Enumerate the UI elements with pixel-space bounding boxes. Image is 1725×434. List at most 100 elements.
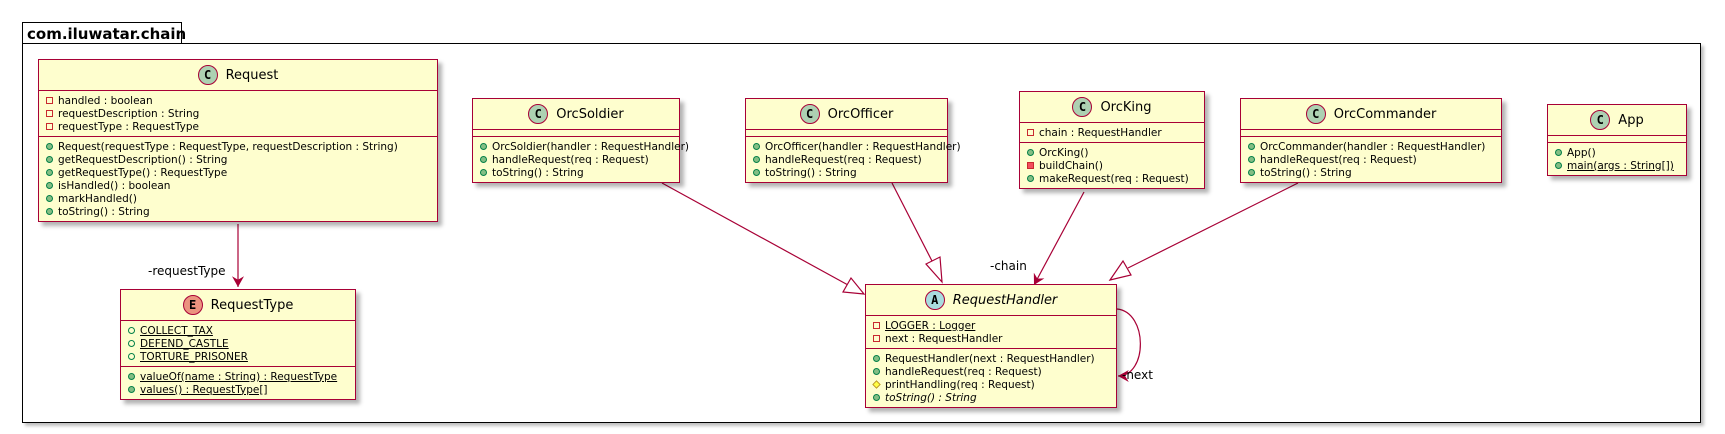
fields-section	[1548, 136, 1686, 143]
public-method-icon	[752, 166, 763, 179]
field-row: handled : boolean	[45, 94, 431, 107]
methods-section: RequestHandler(next : RequestHandler) ha…	[866, 349, 1116, 407]
class-orc-king[interactable]: C OrcKing chain : RequestHandler OrcKing…	[1019, 91, 1205, 189]
class-icon: C	[799, 104, 820, 124]
public-method-icon	[752, 140, 763, 153]
private-field-icon	[872, 319, 883, 332]
method-row: getRequestType() : RequestType	[45, 166, 431, 179]
public-method-icon	[872, 352, 883, 365]
generalization-head-orcofficer	[925, 256, 943, 284]
field-row: requestDescription : String	[45, 107, 431, 120]
method-text: getRequestType() : RequestType	[58, 166, 228, 179]
class-header: C OrcKing	[1020, 92, 1204, 123]
fields-section	[1241, 130, 1501, 137]
method-text: handleRequest(req : Request)	[1260, 153, 1417, 166]
class-request-type[interactable]: E RequestType COLLECT_TAX DEFEND_CASTLE …	[120, 289, 356, 400]
fields-section: chain : RequestHandler	[1020, 123, 1204, 143]
class-name: App	[1618, 112, 1644, 128]
protected-method-icon	[872, 378, 883, 391]
class-orc-officer[interactable]: C OrcOfficer OrcOfficer(handler : Reques…	[745, 98, 961, 183]
public-method-icon	[479, 153, 490, 166]
class-orc-commander[interactable]: C OrcCommander OrcCommander(handler : Re…	[1240, 98, 1502, 183]
method-text: toString() : String	[1260, 166, 1352, 179]
methods-section: OrcKing() buildChain() makeRequest(req :…	[1020, 143, 1204, 188]
method-row: RequestHandler(next : RequestHandler)	[872, 352, 1110, 365]
method-text: RequestHandler(next : RequestHandler)	[885, 352, 1095, 365]
label-request-type: -requestType	[148, 264, 226, 278]
class-orc-soldier[interactable]: C OrcSoldier OrcSoldier(handler : Reques…	[472, 98, 689, 183]
field-row: TORTURE_PRISONER	[127, 350, 349, 363]
method-row: values() : RequestType[]	[127, 383, 349, 396]
public-method-icon	[1247, 153, 1258, 166]
method-row: OrcCommander(handler : RequestHandler)	[1247, 140, 1495, 153]
fields-section: COLLECT_TAX DEFEND_CASTLE TORTURE_PRISON…	[121, 321, 355, 367]
method-text: getRequestDescription() : String	[58, 153, 228, 166]
method-text: toString() : String	[492, 166, 584, 179]
class-name: OrcSoldier	[556, 106, 624, 122]
method-text: OrcOfficer(handler : RequestHandler)	[765, 140, 961, 153]
public-method-icon	[45, 192, 56, 205]
class-request[interactable]: C Request handled : boolean requestDescr…	[38, 59, 438, 222]
field-text: DEFEND_CASTLE	[140, 337, 229, 350]
field-text: requestDescription : String	[58, 107, 200, 120]
method-text: App()	[1567, 146, 1596, 159]
public-method-icon	[872, 365, 883, 378]
field-text: handled : boolean	[58, 94, 153, 107]
class-icon: C	[1590, 110, 1611, 130]
method-text: OrcKing()	[1039, 146, 1089, 159]
class-name: Request	[225, 67, 279, 83]
method-text: values() : RequestType[]	[140, 383, 268, 396]
field-text: next : RequestHandler	[885, 332, 1003, 345]
public-method-icon	[45, 153, 56, 166]
methods-section: valueOf(name : String) : RequestType val…	[121, 367, 355, 399]
method-row: toString() : String	[45, 205, 431, 218]
method-row: makeRequest(req : Request)	[1026, 172, 1198, 185]
private-field-icon	[1026, 126, 1037, 139]
package-name: com.iluwatar.chain	[27, 25, 187, 43]
class-request-handler[interactable]: A RequestHandler LOGGER : Logger next : …	[865, 284, 1117, 408]
method-text: main(args : String[])	[1567, 159, 1674, 172]
method-row: valueOf(name : String) : RequestType	[127, 370, 349, 383]
public-method-icon	[45, 179, 56, 192]
class-app[interactable]: C App App() main(args : String[])	[1547, 104, 1687, 176]
public-method-icon	[1026, 146, 1037, 159]
field-row: chain : RequestHandler	[1026, 126, 1198, 139]
method-row: OrcKing()	[1026, 146, 1198, 159]
method-text: markHandled()	[58, 192, 137, 205]
field-text: LOGGER : Logger	[885, 319, 976, 332]
method-text: Request(requestType : RequestType, reque…	[58, 140, 398, 153]
methods-section: Request(requestType : RequestType, reque…	[39, 137, 437, 221]
class-header: C OrcOfficer	[746, 99, 947, 130]
class-icon: C	[197, 65, 218, 85]
methods-section: OrcOfficer(handler : RequestHandler) han…	[746, 137, 961, 182]
fields-section	[473, 130, 679, 137]
methods-section: OrcSoldier(handler : RequestHandler) han…	[473, 137, 689, 182]
generalization-orcsoldier	[661, 182, 849, 286]
field-row: COLLECT_TAX	[127, 324, 349, 337]
method-row: printHandling(req : Request)	[872, 378, 1110, 391]
public-method-icon	[45, 205, 56, 218]
method-text: OrcCommander(handler : RequestHandler)	[1260, 140, 1486, 153]
class-header: C Request	[39, 60, 437, 91]
class-name: OrcKing	[1100, 99, 1152, 115]
label-chain: -chain	[990, 259, 1027, 273]
class-header: C App	[1548, 105, 1686, 136]
label-next: -next	[1122, 368, 1153, 382]
public-method-icon	[1247, 140, 1258, 153]
generalization-orcofficer	[891, 182, 933, 262]
class-icon: C	[1305, 104, 1326, 124]
class-header: C OrcCommander	[1241, 99, 1501, 130]
enum-icon: E	[182, 295, 203, 315]
generalization-orccommander	[1127, 182, 1299, 269]
method-text: toString() : String	[885, 391, 977, 404]
field-text: COLLECT_TAX	[140, 324, 213, 337]
class-name: RequestType	[210, 297, 294, 313]
method-row: toString() : String	[752, 166, 941, 179]
field-text: TORTURE_PRISONER	[140, 350, 248, 363]
class-icon: C	[1072, 97, 1093, 117]
public-method-icon	[479, 166, 490, 179]
package-tab: com.iluwatar.chain	[22, 22, 186, 44]
class-name: OrcOfficer	[827, 106, 894, 122]
public-method-icon	[127, 383, 138, 396]
